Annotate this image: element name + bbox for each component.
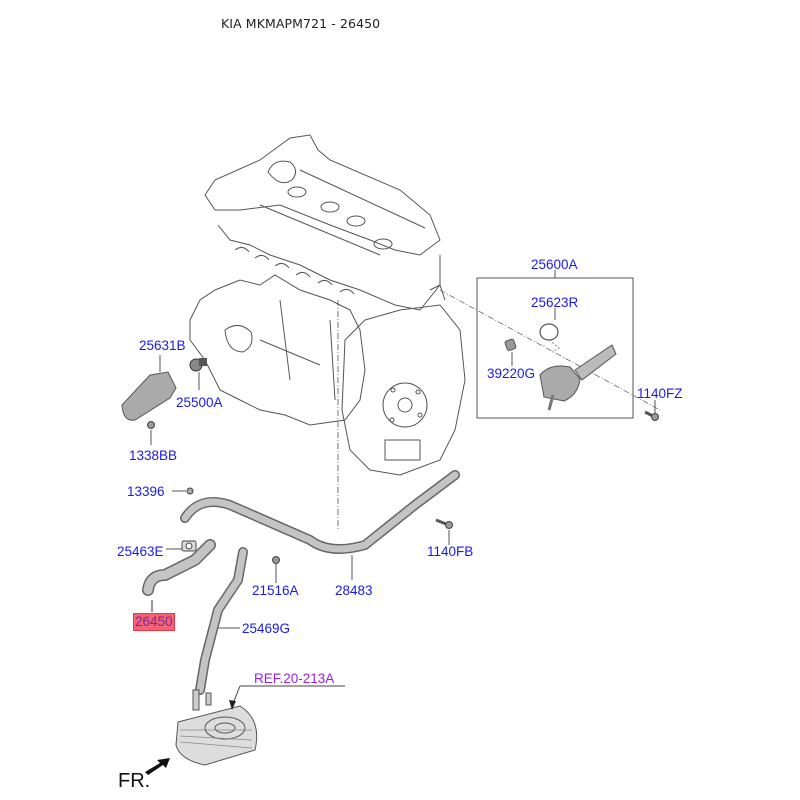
oil-cooler — [175, 689, 258, 766]
part-label-25600A[interactable]: 25600A — [531, 257, 578, 272]
water-inlet-fitting — [121, 355, 177, 421]
part-label-39220G[interactable]: 39220G — [487, 366, 536, 381]
reference-arrow — [229, 700, 236, 710]
leader-lines-top — [511, 308, 556, 366]
engine-block — [189, 134, 466, 476]
part-label-21516A[interactable]: 21516A — [252, 583, 299, 598]
pipe-28483 — [180, 470, 460, 580]
part-label-28483[interactable]: 28483 — [335, 583, 373, 598]
part-label-25623R[interactable]: 25623R — [531, 295, 579, 310]
part-label-13396[interactable]: 13396 — [127, 484, 165, 499]
part-label-1140FB[interactable]: 1140FB — [427, 544, 474, 559]
part-label-26450-highlighted[interactable]: 26450 — [133, 613, 175, 631]
water-outlet-fitting — [504, 323, 617, 411]
part-label-25463E[interactable]: 25463E — [117, 544, 164, 559]
diagram-title: KIA MKMAPM721 - 26450 — [221, 16, 381, 31]
front-arrow-icon — [145, 758, 170, 775]
thermostat-25500A — [189, 358, 207, 390]
bolt-1140FB — [435, 518, 453, 545]
gasket-25463E — [166, 540, 197, 552]
front-orientation-label: FR. — [118, 770, 151, 792]
part-label-25631B[interactable]: 25631B — [139, 338, 186, 353]
bolt-1140FZ — [644, 400, 659, 421]
assembly-box-25600A — [439, 270, 661, 419]
hose-25469G — [195, 547, 248, 695]
bolt-21516A — [272, 556, 280, 583]
hose-26450 — [142, 539, 216, 612]
part-label-1338BB[interactable]: 1338BB — [129, 448, 178, 463]
reference-leader — [231, 685, 345, 707]
nut-1338BB — [147, 421, 155, 445]
part-label-25500A[interactable]: 25500A — [176, 395, 223, 410]
nut-13396 — [172, 487, 194, 495]
reference-label[interactable]: REF.20-213A — [254, 671, 335, 686]
part-label-25469G[interactable]: 25469G — [242, 621, 291, 636]
part-label-1140FZ[interactable]: 1140FZ — [637, 386, 683, 401]
